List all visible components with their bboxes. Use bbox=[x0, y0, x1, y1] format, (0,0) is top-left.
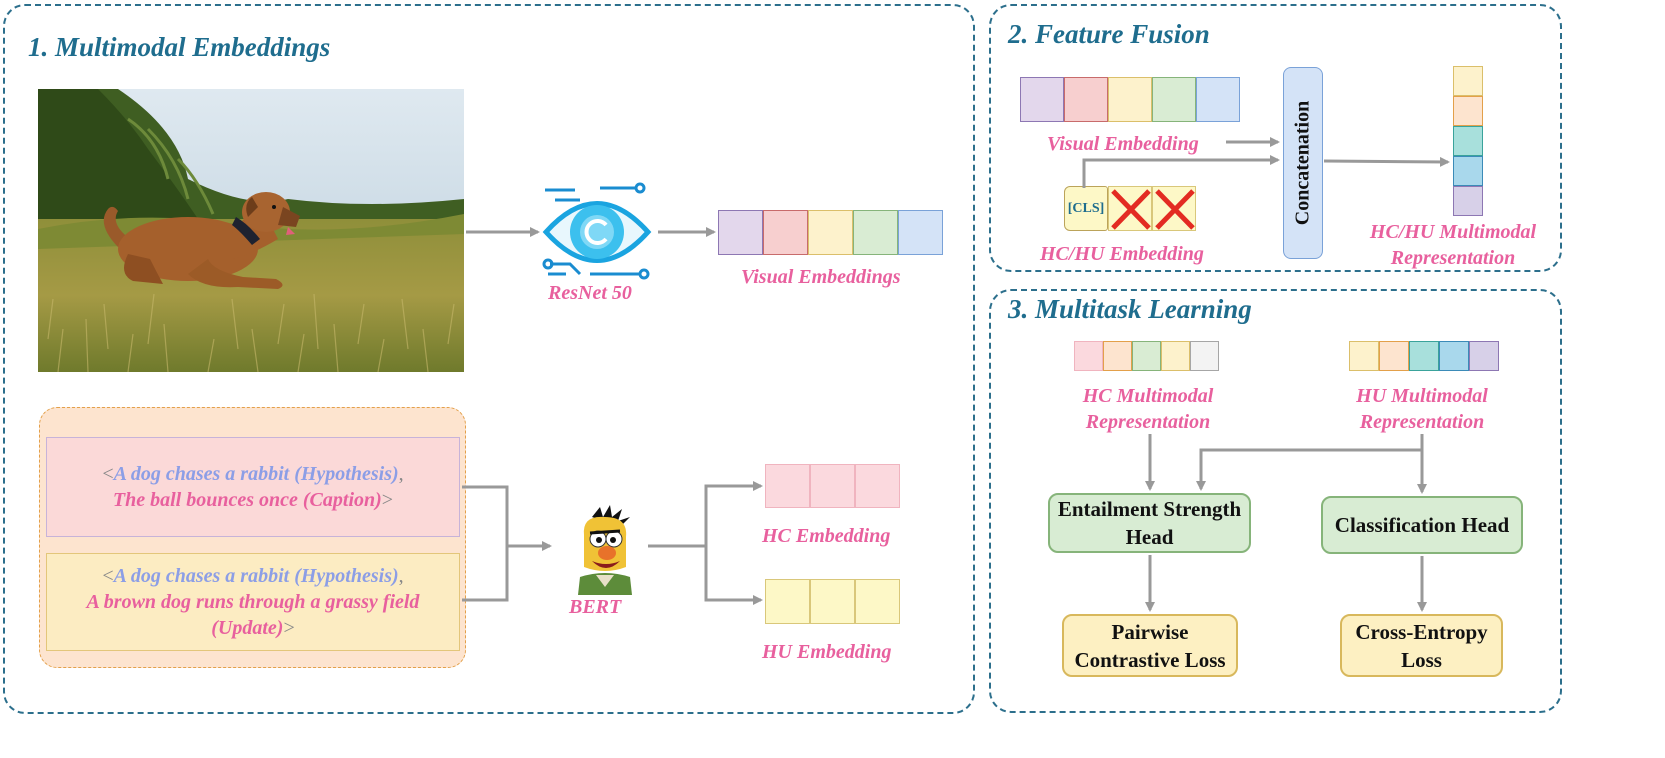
embedding-cell bbox=[1379, 341, 1409, 371]
hu-embedding-strip bbox=[765, 579, 900, 624]
hypothesis-text: A dog chases a rabbit (Hypothesis) bbox=[113, 565, 399, 587]
embedding-cell bbox=[1453, 156, 1483, 186]
entailment-head-line1: Entailment Strength bbox=[1057, 497, 1242, 521]
embedding-cell bbox=[808, 210, 853, 255]
bert-label: BERT bbox=[569, 596, 622, 618]
open-bracket: < bbox=[102, 463, 114, 485]
pairwise-loss-line2: Contrastive Loss bbox=[1074, 647, 1226, 672]
arrow-concat-to-representation bbox=[1323, 156, 1450, 167]
embedding-cell bbox=[1020, 77, 1064, 122]
embedding-cell bbox=[1108, 77, 1152, 122]
entailment-head-line2: Head bbox=[1125, 525, 1174, 549]
entailment-strength-head: Entailment Strength Head bbox=[1048, 493, 1251, 553]
embedding-cell bbox=[1161, 341, 1190, 371]
embedding-cell bbox=[1132, 341, 1161, 371]
hu-multimodal-representation-strip bbox=[1349, 341, 1499, 371]
embedding-cell bbox=[855, 464, 900, 508]
caption-text: The ball bounces once (Caption) bbox=[112, 489, 382, 511]
embedding-cell bbox=[810, 579, 855, 624]
fusion-rep-label-line1: HC/HU Multimodal bbox=[1369, 221, 1537, 243]
cross-icon bbox=[1111, 189, 1151, 230]
masked-cell bbox=[1152, 186, 1196, 231]
bert-muppet-icon bbox=[578, 505, 632, 595]
embedding-cell bbox=[1103, 341, 1132, 371]
separator: , bbox=[398, 463, 404, 485]
fusion-rep-label-line2: Representation bbox=[1390, 247, 1516, 269]
hc-rep-label-line2: Representation bbox=[1085, 411, 1211, 433]
embedding-cell bbox=[898, 210, 943, 255]
hc-embedding-label: HC Embedding bbox=[762, 525, 891, 547]
dog-photo bbox=[38, 89, 464, 372]
hc-multimodal-representation-strip bbox=[1074, 341, 1219, 371]
ce-loss-line1: Cross-Entropy bbox=[1355, 619, 1488, 644]
eye-icon bbox=[542, 182, 652, 280]
pairwise-loss-line1: Pairwise bbox=[1111, 619, 1189, 644]
concatenation-block: Concatenation bbox=[1283, 67, 1323, 259]
connector-hurep-branch bbox=[1196, 434, 1424, 491]
embedding-cell bbox=[1453, 96, 1483, 126]
section-title-fusion: 2. Feature Fusion bbox=[1008, 19, 1210, 49]
cls-token: [CLS] bbox=[1064, 186, 1108, 231]
close-bracket: > bbox=[381, 489, 394, 511]
cross-entropy-loss: Cross-Entropy Loss bbox=[1340, 614, 1503, 677]
classification-head-label: Classification Head bbox=[1334, 513, 1510, 537]
ce-loss-line2: Loss bbox=[1401, 647, 1442, 672]
embedding-cell bbox=[1469, 341, 1499, 371]
fusion-multimodal-representation-strip bbox=[1453, 66, 1483, 216]
embedding-cell bbox=[763, 210, 808, 255]
resnet-label: ResNet 50 bbox=[548, 282, 632, 304]
hchu-embedding-strip: [CLS] bbox=[1064, 186, 1196, 231]
multimodal-embeddings-panel bbox=[3, 4, 975, 714]
embedding-cell bbox=[1190, 341, 1219, 371]
multitask-learning-panel bbox=[989, 289, 1562, 713]
feature-fusion-panel bbox=[989, 4, 1562, 272]
close-bracket: > bbox=[283, 617, 295, 639]
hu-rep-label-line2: Representation bbox=[1359, 411, 1485, 433]
embedding-cell bbox=[1409, 341, 1439, 371]
embedding-cell bbox=[1439, 341, 1469, 371]
embedding-cell bbox=[1453, 186, 1483, 216]
cross-icon bbox=[1155, 189, 1195, 230]
embedding-cell bbox=[1074, 341, 1103, 371]
pairwise-contrastive-loss: Pairwise Contrastive Loss bbox=[1062, 614, 1238, 677]
embedding-cell bbox=[765, 579, 810, 624]
fusion-hchu-embedding-label: HC/HU Embedding bbox=[1040, 243, 1204, 265]
visual-embeddings-strip bbox=[718, 210, 943, 255]
embedding-cell bbox=[810, 464, 855, 508]
cls-label: [CLS] bbox=[1067, 200, 1105, 216]
embedding-cell bbox=[765, 464, 810, 508]
connector-text-to-bert bbox=[462, 485, 550, 602]
embedding-cell bbox=[1152, 77, 1196, 122]
fusion-visual-embedding-label: Visual Embedding bbox=[1047, 133, 1199, 155]
separator: , bbox=[398, 565, 404, 587]
embedding-cell bbox=[1196, 77, 1240, 122]
caption-pair-box: <A dog chases a rabbit (Hypothesis), The… bbox=[46, 437, 460, 537]
arrow-hchu-to-concat bbox=[1082, 155, 1280, 188]
hu-rep-label-line1: HU Multimodal bbox=[1356, 385, 1488, 407]
hc-embedding-strip bbox=[765, 464, 900, 508]
embedding-cell bbox=[855, 579, 900, 624]
visual-embeddings-label: Visual Embeddings bbox=[741, 266, 901, 288]
embedding-cell bbox=[1349, 341, 1379, 371]
update-pair-box: <A dog chases a rabbit (Hypothesis), A b… bbox=[46, 553, 460, 651]
embedding-cell bbox=[1453, 126, 1483, 156]
embedding-cell bbox=[718, 210, 763, 255]
update-text: A brown dog runs through a grassy field bbox=[86, 591, 420, 613]
section-title-multitask: 3. Multitask Learning bbox=[1008, 294, 1252, 324]
masked-cell bbox=[1108, 186, 1152, 231]
connector-bert-to-embeddings bbox=[648, 484, 761, 602]
embedding-cell bbox=[1064, 77, 1108, 122]
fusion-visual-embedding-strip bbox=[1020, 77, 1240, 122]
hypothesis-text: A dog chases a rabbit (Hypothesis) bbox=[113, 463, 399, 485]
section-title-embeddings: 1. Multimodal Embeddings bbox=[28, 32, 331, 62]
update-tag: (Update) bbox=[211, 617, 284, 639]
hc-rep-label-line1: HC Multimodal bbox=[1082, 385, 1214, 407]
classification-head: Classification Head bbox=[1321, 496, 1523, 554]
embedding-cell bbox=[853, 210, 898, 255]
open-bracket: < bbox=[102, 565, 114, 587]
embedding-cell bbox=[1453, 66, 1483, 96]
hu-embedding-label: HU Embedding bbox=[762, 641, 892, 663]
